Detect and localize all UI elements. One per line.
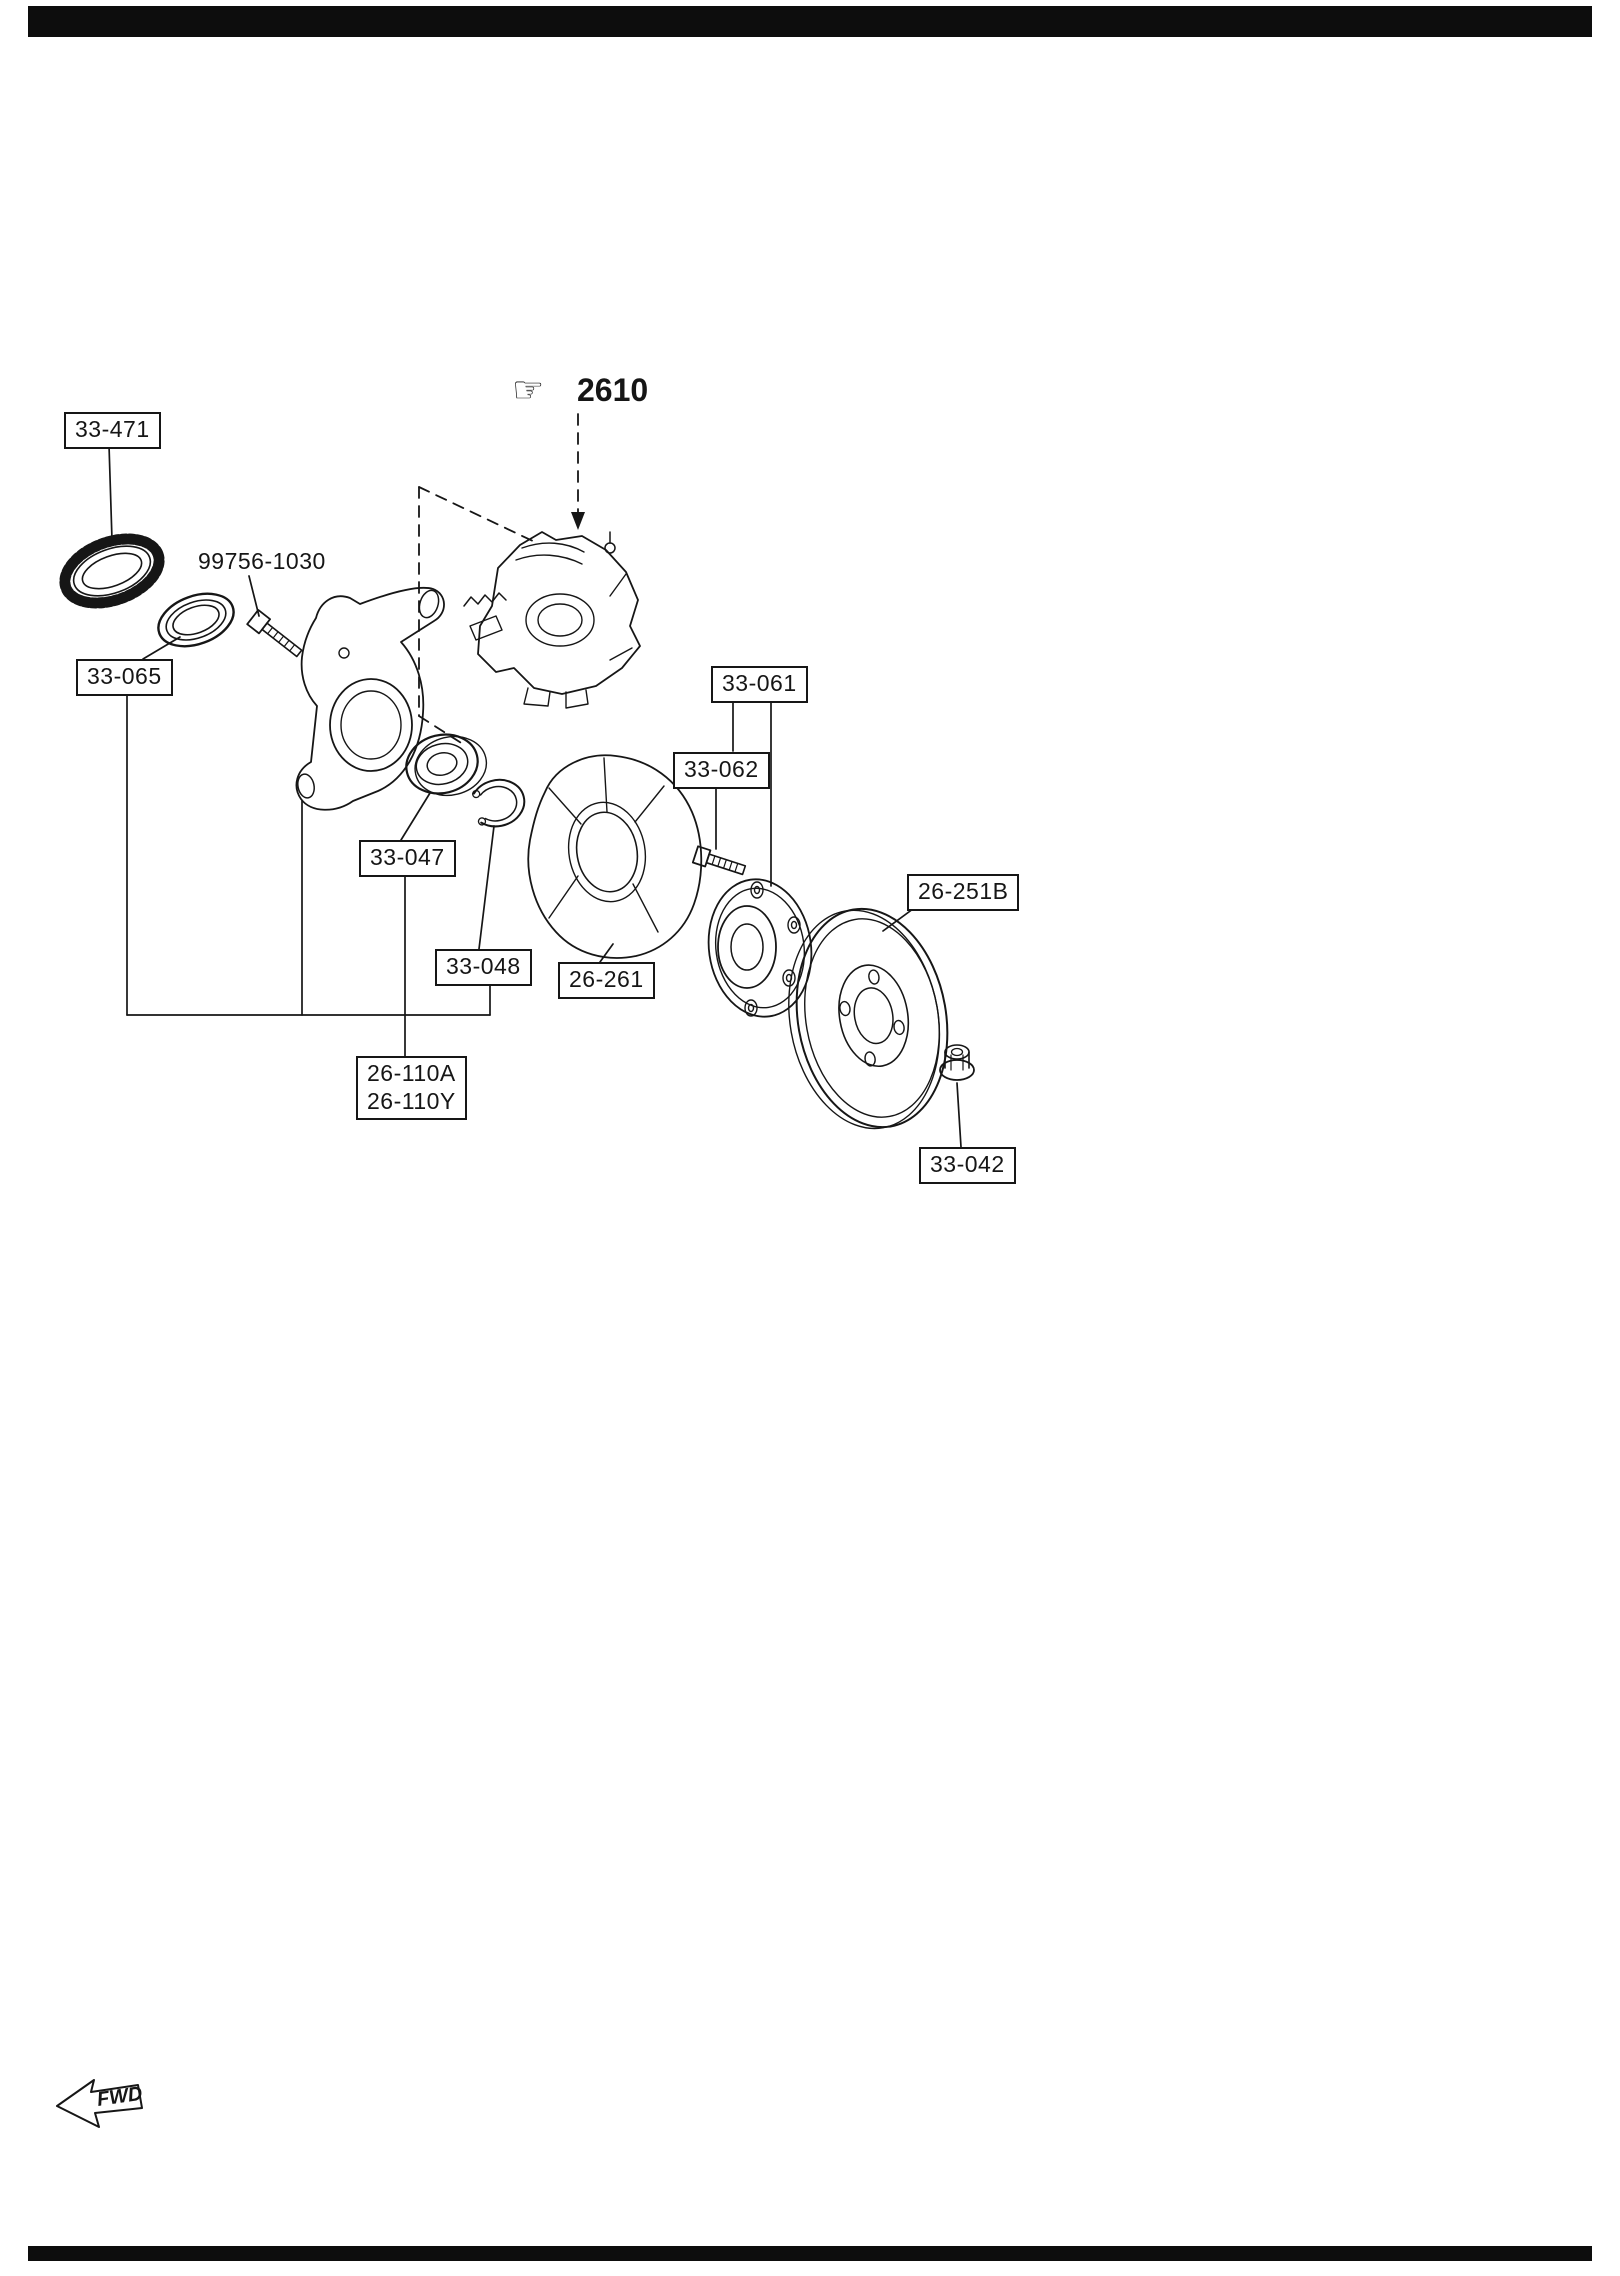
part-label-26-110a: 26-110A [367,1060,456,1086]
arrowhead-2610 [571,512,585,530]
leader-33-047 [401,793,430,840]
part-label-33-062: 33-062 [673,752,770,789]
wheel-hub [700,873,820,1024]
brake-pad [470,616,502,640]
part-label-33-061: 33-061 [711,666,808,703]
top-black-bar [28,6,1592,37]
abs-tone-ring [56,527,168,615]
leader-26-261 [600,944,613,962]
hub-bolt [693,846,747,878]
part-label-26-261: 26-261 [558,962,655,999]
hub-nut [940,1045,974,1080]
leader-33-042 [957,1083,961,1147]
leader-99756 [249,576,259,616]
oil-seal [151,584,241,656]
brake-caliper [464,532,640,708]
leader-33-065 [143,637,180,659]
snap-ring [470,774,530,831]
bottom-black-bar [28,2246,1592,2261]
part-label-33-047: 33-047 [359,840,456,877]
knuckle-bolt [247,610,305,661]
fwd-arrow: FWD [57,2080,144,2127]
steering-knuckle [296,588,444,810]
part-label-99756-1030: 99756-1030 [198,548,326,574]
part-label-33-065: 33-065 [76,659,173,696]
wheel-studs [745,882,800,1016]
wheel-bearing [400,725,493,805]
caliper-reference-dashed-lines [419,414,578,746]
bleeder-screw [605,543,615,553]
splash-shield [528,755,701,958]
leader-33-048 [479,826,494,949]
leader-33-471 [109,445,112,540]
assembly-bracket-lines [127,693,490,1056]
part-label-26-251b: 26-251B [907,874,1020,911]
pointing-hand-icon: ☞ [512,369,545,410]
pad-spring-clip [464,593,506,606]
part-label-26-110: 26-110A 26-110Y [356,1056,467,1121]
part-label-33-048: 33-048 [435,949,532,986]
rotor-lug-holes [834,967,909,1070]
section-ref-2610: 2610 [577,372,649,408]
part-label-33-042: 33-042 [919,1147,1016,1184]
part-label-33-471: 33-471 [64,412,161,449]
part-label-26-110y: 26-110Y [367,1087,456,1114]
brake-disc-rotor [772,897,964,1141]
